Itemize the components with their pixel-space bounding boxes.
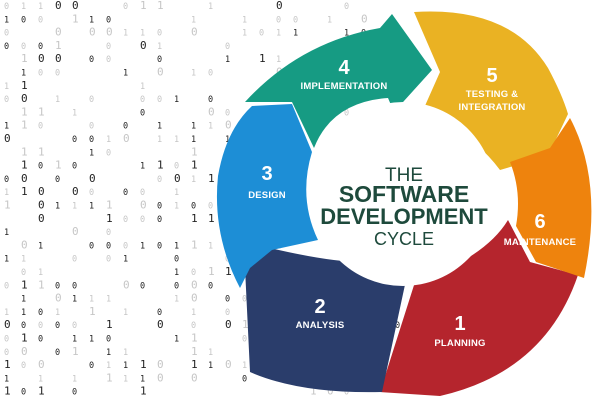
segment-planning (380, 220, 578, 396)
stage-number-3: 3 (261, 163, 272, 185)
segment-testing-integration (414, 11, 568, 171)
segment-design (216, 104, 318, 288)
center-title-development: DEVELOPMENT (320, 204, 488, 229)
stage-label-maintenance: MAINTENANCE (504, 237, 576, 248)
stage-label-testing-line2: INTEGRATION (459, 102, 526, 113)
stage-label-design: DESIGN (248, 190, 286, 201)
center-title-software: SOFTWARE (339, 181, 469, 207)
stage-number-6: 6 (534, 211, 545, 233)
segment-implementation (245, 14, 432, 148)
center-title-cycle: CYCLE (374, 229, 434, 249)
stage-number-2: 2 (314, 296, 325, 318)
center-title-the: THE (385, 165, 423, 186)
segment-analysis (245, 248, 412, 393)
center-disc (311, 102, 495, 286)
stage-label-implementation: IMPLEMENTATION (301, 81, 388, 92)
stage-label-analysis: ANALYSIS (296, 320, 345, 331)
stage-number-4: 4 (338, 57, 350, 79)
stage-label-testing-line1: TESTING & (466, 89, 518, 100)
segment-maintenance (510, 118, 592, 278)
stage-number-5: 5 (486, 65, 497, 87)
stage-label-planning: PLANNING (434, 338, 485, 349)
stage-number-1: 1 (454, 313, 465, 335)
